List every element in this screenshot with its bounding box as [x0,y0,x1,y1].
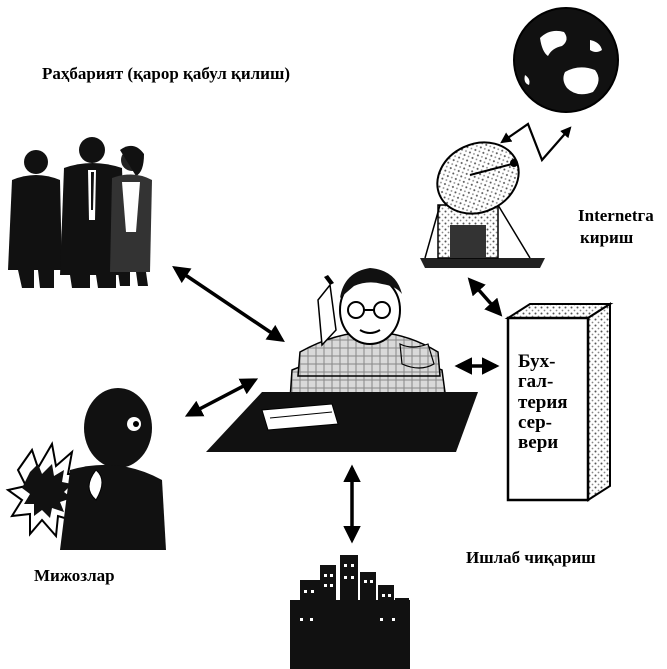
server-icon [504,302,614,502]
production-label: Ишлаб чиқариш [466,548,596,567]
internet-label-line2: кириш [580,228,634,247]
office-worker-icon [289,268,447,401]
management-label: Раҳбарият (қарор қабул қилиш) [42,64,290,83]
server-label-line: терия [518,391,568,413]
factory-buildings-icon [290,555,410,669]
dish-server-arrow [467,277,503,317]
clients-arrow [184,378,259,417]
server-label-line: гал- [518,371,554,393]
desk-icon [206,392,478,452]
clients-label: Мижозлар [34,566,115,585]
server-label-line: вери [518,432,559,454]
management-arrow [172,266,285,342]
server-label-line: Бух- [518,351,556,372]
server-label-line: сер- [518,411,552,433]
server-label: Бух- гал- терия сер- вери [518,351,568,454]
satellite-dish-icon [420,141,545,268]
business-people-icon [8,137,152,288]
internet-label-line1: Internetга [578,206,654,225]
angry-client-icon [5,388,166,550]
globe-icon [513,7,619,113]
internet-link-arrow [500,122,572,163]
